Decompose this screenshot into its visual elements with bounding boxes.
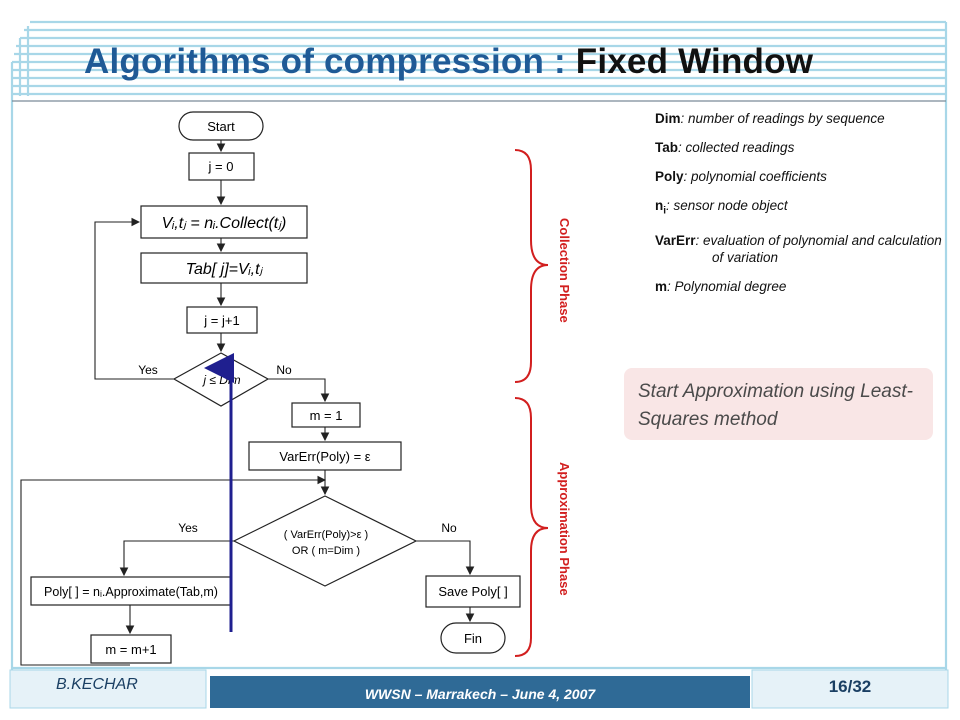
footer-author: B.KECHAR xyxy=(56,676,138,693)
legend-item-ni: ni: sensor node object xyxy=(655,198,788,217)
title-main: Algorithms of compression : xyxy=(84,42,576,81)
frame-lines xyxy=(10,20,948,700)
collect-label: Vᵢ,tⱼ = nᵢ.Collect(tⱼ) xyxy=(162,215,287,232)
j-init-label: j = 0 xyxy=(208,159,234,174)
footer-event: WWSN – Marrakech – June 4, 2007 xyxy=(210,676,750,708)
approximation-phase-label: Approximation Phase xyxy=(557,462,572,596)
no-label-2: No xyxy=(441,521,457,535)
slide-title: Algorithms of compression : Fixed Window xyxy=(84,42,813,82)
collection-phase-label: Collection Phase xyxy=(557,218,572,323)
approximation-brace xyxy=(514,397,549,657)
approximate-label: Poly[ ] = nᵢ.Approximate(Tab,m) xyxy=(44,585,218,599)
m-inc-box xyxy=(90,634,172,664)
save-poly-label: Save Poly[ ] xyxy=(438,584,507,599)
save-poly-box xyxy=(425,575,521,608)
condition-approx-line2: OR ( m=Dim ) xyxy=(292,545,360,557)
no-label-1: No xyxy=(276,363,292,377)
yes-label-2: Yes xyxy=(178,521,198,535)
m-init-label: m = 1 xyxy=(310,408,343,423)
collection-brace xyxy=(514,149,549,383)
footer-left-box xyxy=(9,669,207,709)
approximation-callout: Start Approximation using Least-Squares … xyxy=(624,368,933,440)
legend-item-dim: Dim: number of readings by sequence xyxy=(655,111,885,126)
condition-dim-label: j ≤ Dim xyxy=(201,373,240,387)
flowchart-connectors xyxy=(20,140,475,666)
footer-right-box xyxy=(751,669,949,709)
legend-item-varerr: VarErr: evaluation of polynomial and cal… xyxy=(655,232,942,265)
varerr-box xyxy=(248,441,402,471)
j-inc-label: j = j+1 xyxy=(203,313,239,328)
footer-page-number: 16/32 xyxy=(828,677,872,696)
yes-label-1: Yes xyxy=(138,363,158,377)
j-init-box xyxy=(188,152,255,181)
legend-item-tab: Tab: collected readings xyxy=(655,140,795,155)
condition-approx-line1: ( VarErr(Poly)>ε ) xyxy=(284,529,368,541)
collect-box xyxy=(140,205,308,239)
m-init-box xyxy=(291,402,361,428)
legend: Dim: number of readings by sequence Tab:… xyxy=(655,110,945,307)
varerr-label: VarErr(Poly) = ε xyxy=(279,449,370,464)
title-emphasis: Fixed Window xyxy=(575,42,814,81)
store-box xyxy=(140,252,308,284)
condition-approx-diamond xyxy=(232,495,418,587)
fin-node xyxy=(440,622,506,654)
m-inc-label: m = m+1 xyxy=(105,642,156,657)
legend-item-poly: Poly: polynomial coefficients xyxy=(655,169,827,184)
legend-item-m: m: Polynomial degree xyxy=(655,278,787,294)
store-label: Tab[ j]=Vᵢ,tⱼ xyxy=(186,261,264,278)
start-label: Start xyxy=(207,119,235,134)
fin-label: Fin xyxy=(464,631,482,646)
j-inc-box xyxy=(186,306,258,334)
start-node xyxy=(178,111,264,141)
